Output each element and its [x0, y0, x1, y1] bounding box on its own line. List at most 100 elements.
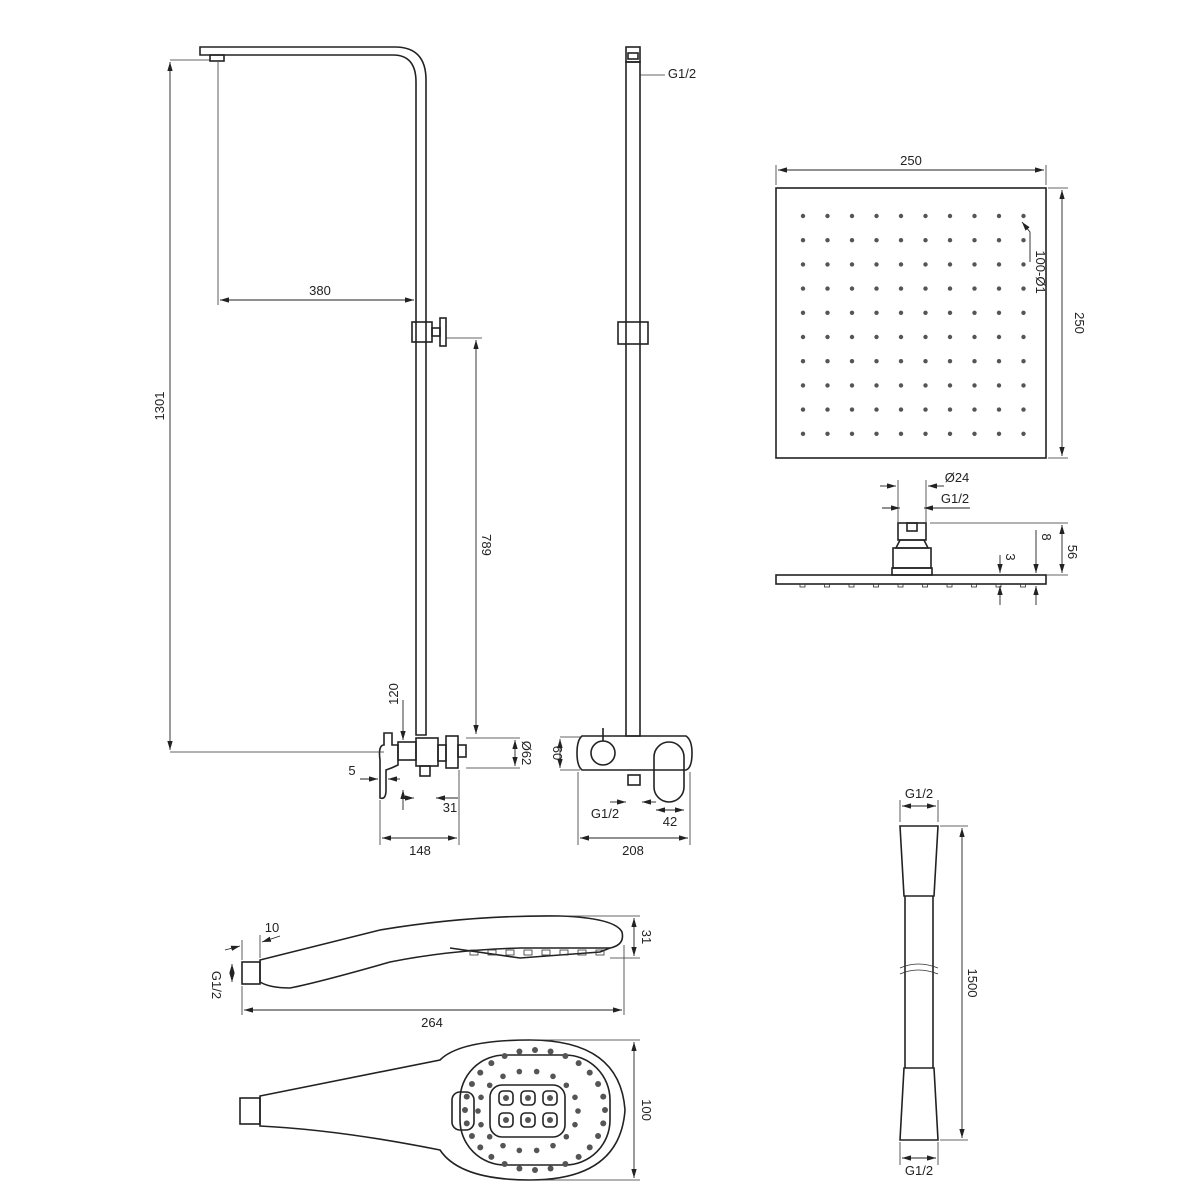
nozzle-tip [848, 583, 855, 588]
nozzle-dot [923, 262, 928, 267]
nozzle-dot [800, 359, 806, 364]
dim-slider-height: 789 [479, 534, 494, 556]
spray-tip [505, 949, 515, 956]
spray-tip [469, 949, 479, 956]
nozzle-dot [996, 262, 1002, 267]
nozzle-dot [923, 310, 928, 315]
nozzle-dot [1021, 359, 1026, 364]
nozzle-dot [947, 407, 953, 412]
nozzle-dot [898, 310, 904, 315]
nozzle-dot [996, 213, 1002, 219]
nozzle-dot [996, 431, 1002, 436]
dim-mixer-depth: 148 [409, 843, 431, 858]
spray-dot [463, 1120, 470, 1127]
nozzle-dot [874, 286, 879, 291]
nozzle-dot [947, 334, 953, 340]
dim-total-height: 1301 [152, 392, 167, 421]
dim-head-width: 250 [900, 153, 922, 168]
nozzle-tip [824, 583, 830, 588]
dim-arm-reach: 380 [309, 283, 331, 298]
nozzle-dot [825, 238, 830, 243]
nozzle-dot [800, 431, 806, 436]
massage-nozzle [542, 1090, 558, 1106]
nozzle-dot [972, 407, 977, 412]
nozzle-dot [996, 359, 1002, 364]
spray-dot [475, 1108, 481, 1114]
dim-head-3: 3 [1003, 553, 1018, 560]
nozzle-dot [972, 383, 977, 388]
nozzle-dot [996, 238, 1002, 243]
massage-nozzle [542, 1112, 558, 1128]
dim-hose-thread-bottom: G1/2 [905, 1163, 933, 1178]
nozzle-dot [898, 286, 904, 291]
nozzle-dot [849, 431, 855, 436]
spray-dot [478, 1094, 484, 1101]
spray-dot [516, 1147, 523, 1154]
nozzle-dot [898, 262, 904, 267]
handshower-side-view: 10 G1/2 31 264 [209, 915, 654, 1030]
spray-dot [500, 1073, 506, 1080]
nozzle-dot [849, 334, 855, 340]
spray-dot [562, 1161, 569, 1168]
nozzle-dot [972, 334, 977, 340]
nozzle-dot [947, 383, 953, 388]
spray-dot [550, 1142, 556, 1149]
nozzle-dot [923, 407, 928, 412]
nozzle-dot [898, 383, 904, 388]
nozzle-tip [946, 583, 953, 588]
massage-nozzle [520, 1112, 536, 1128]
spray-tip [595, 949, 605, 956]
nozzle-dot [972, 213, 977, 219]
dim-head-56: 56 [1065, 545, 1080, 559]
nozzle-dot [972, 310, 977, 315]
nozzle-tip [799, 583, 806, 588]
nozzle-dot [825, 407, 830, 412]
dim-hand-width: 100 [639, 1099, 654, 1121]
nozzle-dot [947, 262, 953, 267]
nozzle-dot [1021, 213, 1026, 219]
dim-hand-thread: G1/2 [209, 971, 224, 999]
nozzle-dot [1021, 407, 1026, 412]
nozzle-dot [800, 407, 806, 412]
spray-dot [533, 1068, 540, 1075]
nozzle-dot [800, 262, 806, 267]
nozzle-dot [1021, 238, 1026, 243]
spray-tip [523, 949, 533, 956]
spray-dot [468, 1133, 475, 1140]
nozzle-dot [898, 238, 904, 243]
nozzle-dot [825, 359, 830, 364]
nozzle-dot [898, 334, 904, 340]
spray-dot [501, 1052, 508, 1059]
dim-wall-gap: 5 [348, 763, 355, 778]
column-front-view [576, 46, 693, 803]
spray-dot [575, 1108, 581, 1114]
nozzle-dot [825, 334, 830, 340]
spray-dot [500, 1142, 506, 1149]
dim-hand-length: 264 [421, 1015, 443, 1030]
nozzle-dot [800, 286, 806, 291]
nozzle-dot [874, 431, 879, 436]
nozzle-dot [874, 334, 879, 340]
spray-dot [501, 1161, 508, 1168]
dim-lever-width: 42 [663, 814, 677, 829]
spray-dot [532, 1047, 538, 1053]
nozzle-dot [874, 359, 879, 364]
dim-top-thread: G1/2 [668, 66, 696, 81]
spray-dot [478, 1121, 484, 1128]
spray-dot [575, 1153, 582, 1160]
nozzle-dot [996, 310, 1002, 315]
nozzle-dot [972, 262, 977, 267]
nozzle-dot [800, 238, 806, 243]
spray-tip [541, 949, 551, 956]
spray-dot [532, 1167, 538, 1173]
nozzle-dot [898, 431, 904, 436]
nozzle-dot [800, 383, 806, 388]
nozzle-dot [1021, 310, 1026, 315]
nozzle-dot [1021, 334, 1026, 340]
nozzle-tip [873, 583, 879, 588]
nozzle-dot [849, 310, 855, 315]
spray-dot [463, 1093, 470, 1100]
spray-dot [488, 1153, 495, 1160]
nozzle-dot [849, 213, 855, 219]
